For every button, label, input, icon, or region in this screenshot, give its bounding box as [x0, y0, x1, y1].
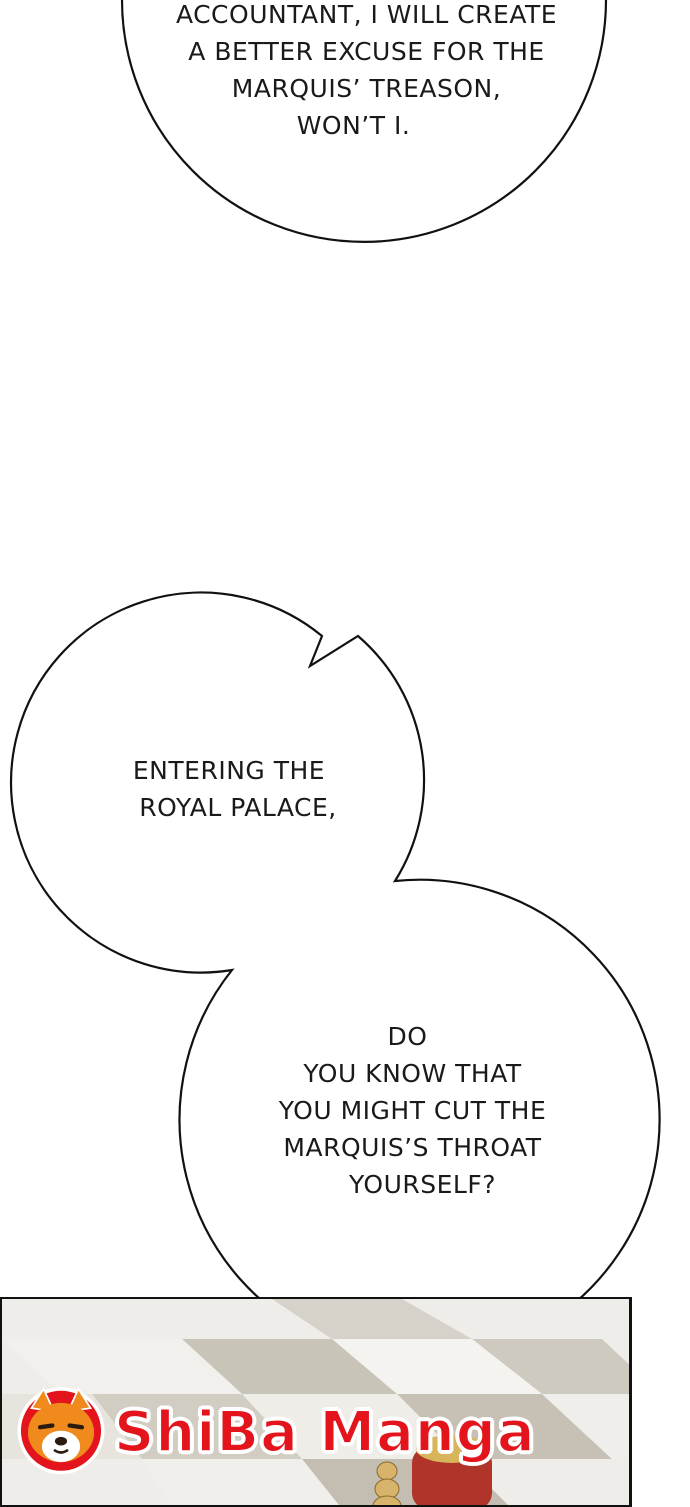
- speech-line: DO: [387, 1022, 428, 1051]
- speech-line: YOU MIGHT CUT THE: [278, 1096, 547, 1125]
- comic-panel-bottom: [0, 1297, 632, 1507]
- speech-line: MARQUIS’S THROAT: [283, 1133, 542, 1162]
- speech-line: ENTERING THE: [132, 756, 326, 785]
- speech-line: ROYAL PALACE,: [139, 793, 337, 822]
- speech-line: YOU KNOW THAT: [303, 1059, 522, 1088]
- speech-bubble-middle-text: ENTERING THE ROYAL PALACE,: [128, 752, 348, 826]
- speech-bubble-double-outline: [9, 591, 661, 1361]
- speech-line: YOURSELF?: [349, 1170, 496, 1199]
- shiba-dog-icon: [17, 1387, 105, 1475]
- speech-line: A BETTER EXCUSE FOR THE: [188, 37, 545, 66]
- speech-line: WON’T I.: [296, 111, 411, 140]
- speech-bubble-top-outline: [120, 0, 608, 244]
- partial-figure-illustration: [372, 1435, 492, 1505]
- speech-bubble-top-text: ACCOUNTANT, I WILL CREATE A BETTER EXCUS…: [164, 0, 569, 144]
- watermark-logo-text: ShiBa Manga: [113, 1399, 536, 1466]
- speech-line: MARQUIS’ TREASON,: [231, 74, 502, 103]
- speech-bubble-bottom-text: DO YOU KNOW THAT YOU MIGHT CUT THE MARQU…: [270, 1018, 555, 1203]
- checkered-floor-illustration: [2, 1299, 629, 1505]
- speech-line: ACCOUNTANT, I WILL CREATE: [175, 0, 558, 29]
